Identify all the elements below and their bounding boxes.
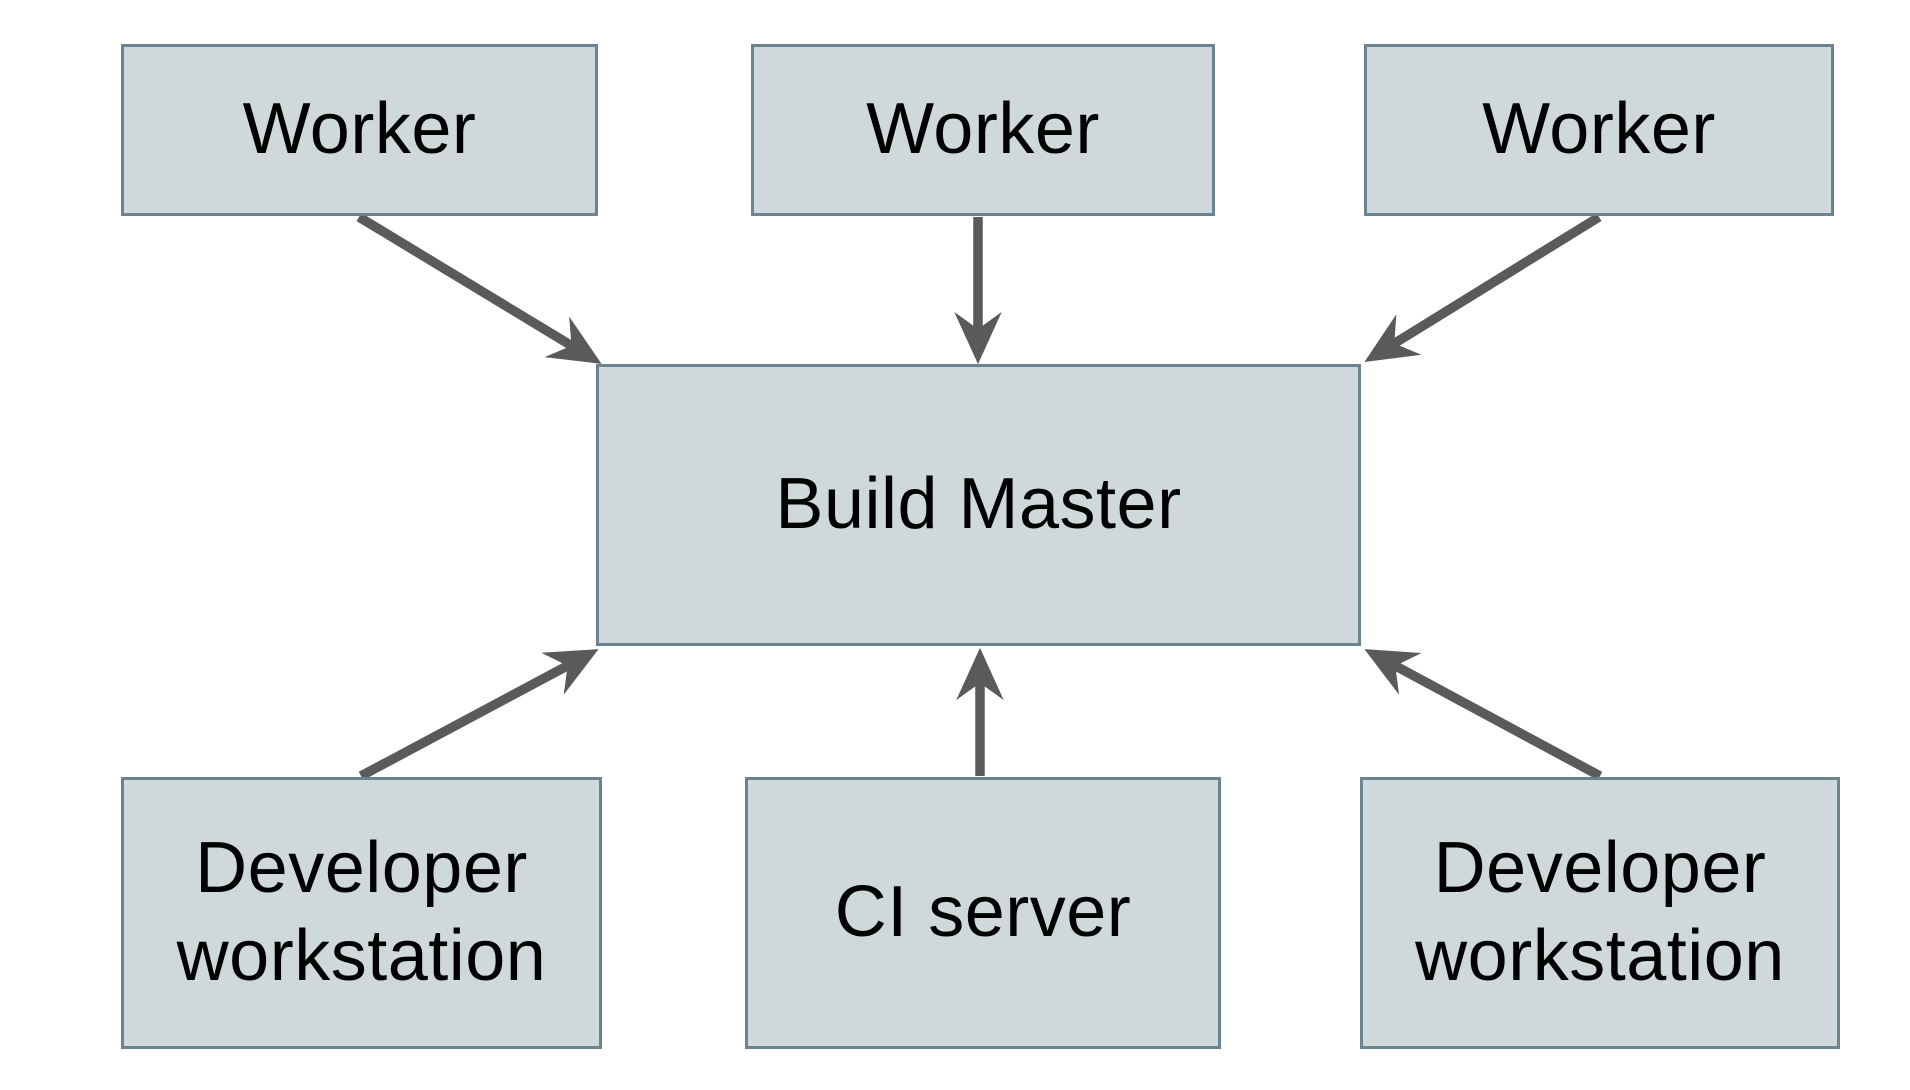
edge-devworkstation2-to-buildmaster <box>1364 649 1603 781</box>
edge-devworkstation1-to-buildmaster <box>358 649 599 781</box>
node-worker-2: Worker <box>751 44 1215 216</box>
node-worker-1: Worker <box>121 44 598 216</box>
node-build-master: Build Master <box>596 364 1361 646</box>
node-worker-3: Worker <box>1364 44 1834 216</box>
node-ci-server: CI server <box>745 777 1221 1049</box>
node-developer-workstation-2: Developer workstation <box>1360 777 1840 1049</box>
edge-worker1-to-buildmaster <box>356 212 602 364</box>
edge-worker3-to-buildmaster <box>1364 212 1602 362</box>
node-developer-workstation-1: Developer workstation <box>121 777 602 1049</box>
